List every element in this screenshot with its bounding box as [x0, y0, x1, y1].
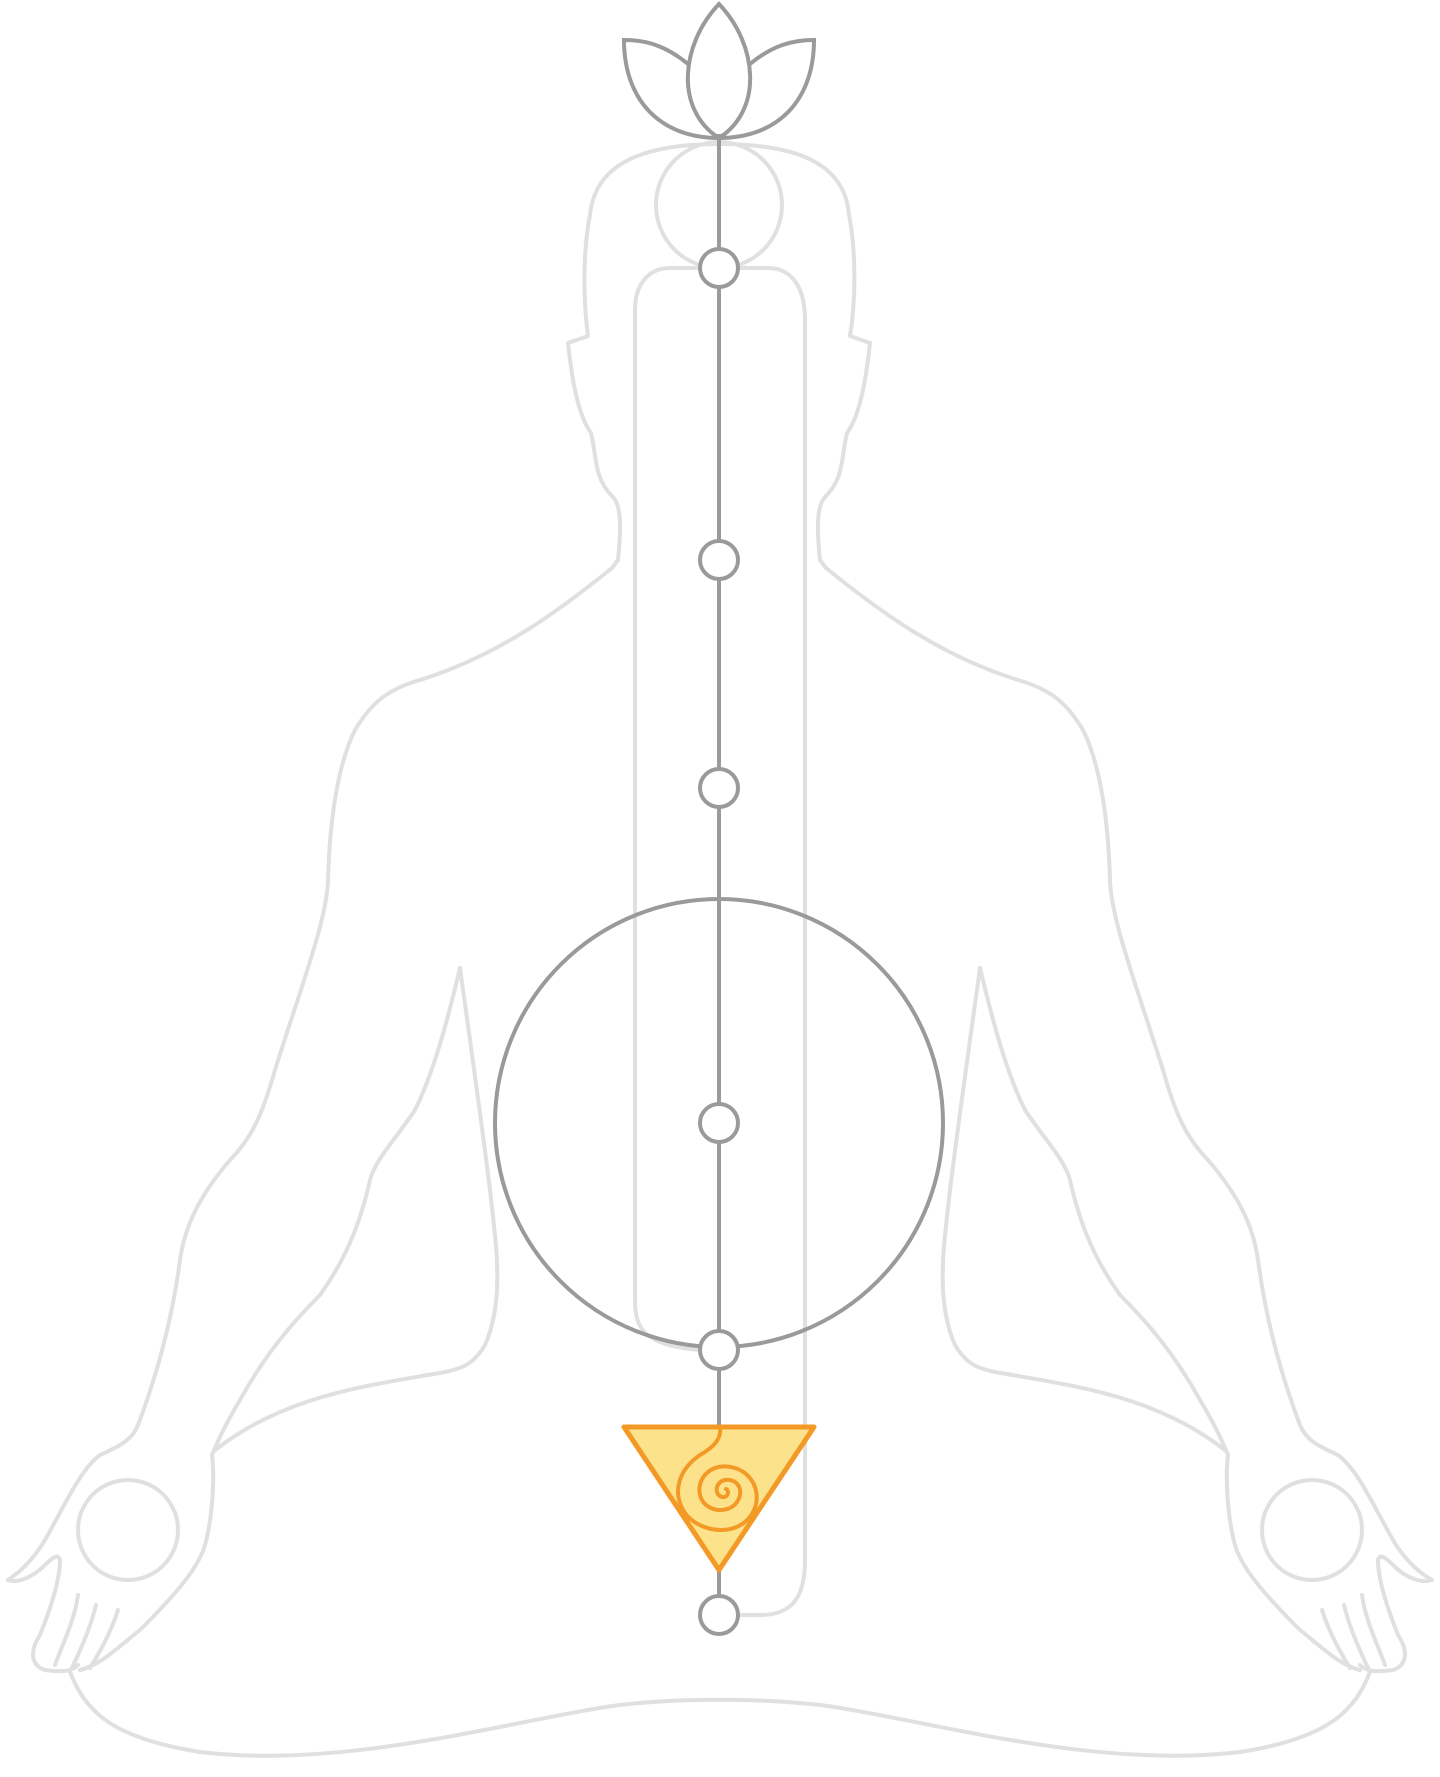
spiral-icon	[676, 1425, 759, 1532]
chakra-point-third-eye	[698, 247, 740, 289]
head-outline-right	[717, 142, 872, 570]
left-fingers	[53, 1593, 120, 1670]
chakra-point-throat	[698, 539, 740, 581]
meditating-figure-outline	[6, 140, 1434, 1758]
right-palm-circle	[1260, 1478, 1364, 1582]
right-channel	[731, 266, 807, 1617]
left-shoulder-arm	[6, 566, 614, 1674]
chakra-points	[698, 247, 740, 1636]
chakra-point-root	[698, 1594, 740, 1636]
head-outline	[566, 142, 721, 570]
left-channel	[633, 266, 707, 1352]
left-inner-arm	[210, 966, 462, 1457]
chakra-point-heart	[698, 767, 740, 809]
right-shoulder-arm	[824, 566, 1434, 1674]
left-forearm	[213, 966, 500, 1452]
right-fingers	[1320, 1593, 1387, 1670]
triangle-element-icon	[621, 1424, 817, 1573]
energy-channels	[633, 134, 807, 1617]
left-hand	[78, 1453, 216, 1672]
legs-outline	[68, 1670, 1372, 1758]
left-palm-circle	[76, 1478, 180, 1582]
right-hand	[1224, 1453, 1362, 1672]
chakra-point-sacral	[698, 1329, 740, 1371]
lotus-icon	[621, 1, 817, 141]
right-inner-arm	[978, 966, 1230, 1457]
right-forearm	[940, 966, 1227, 1452]
chakra-point-solar-plexus	[698, 1102, 740, 1144]
